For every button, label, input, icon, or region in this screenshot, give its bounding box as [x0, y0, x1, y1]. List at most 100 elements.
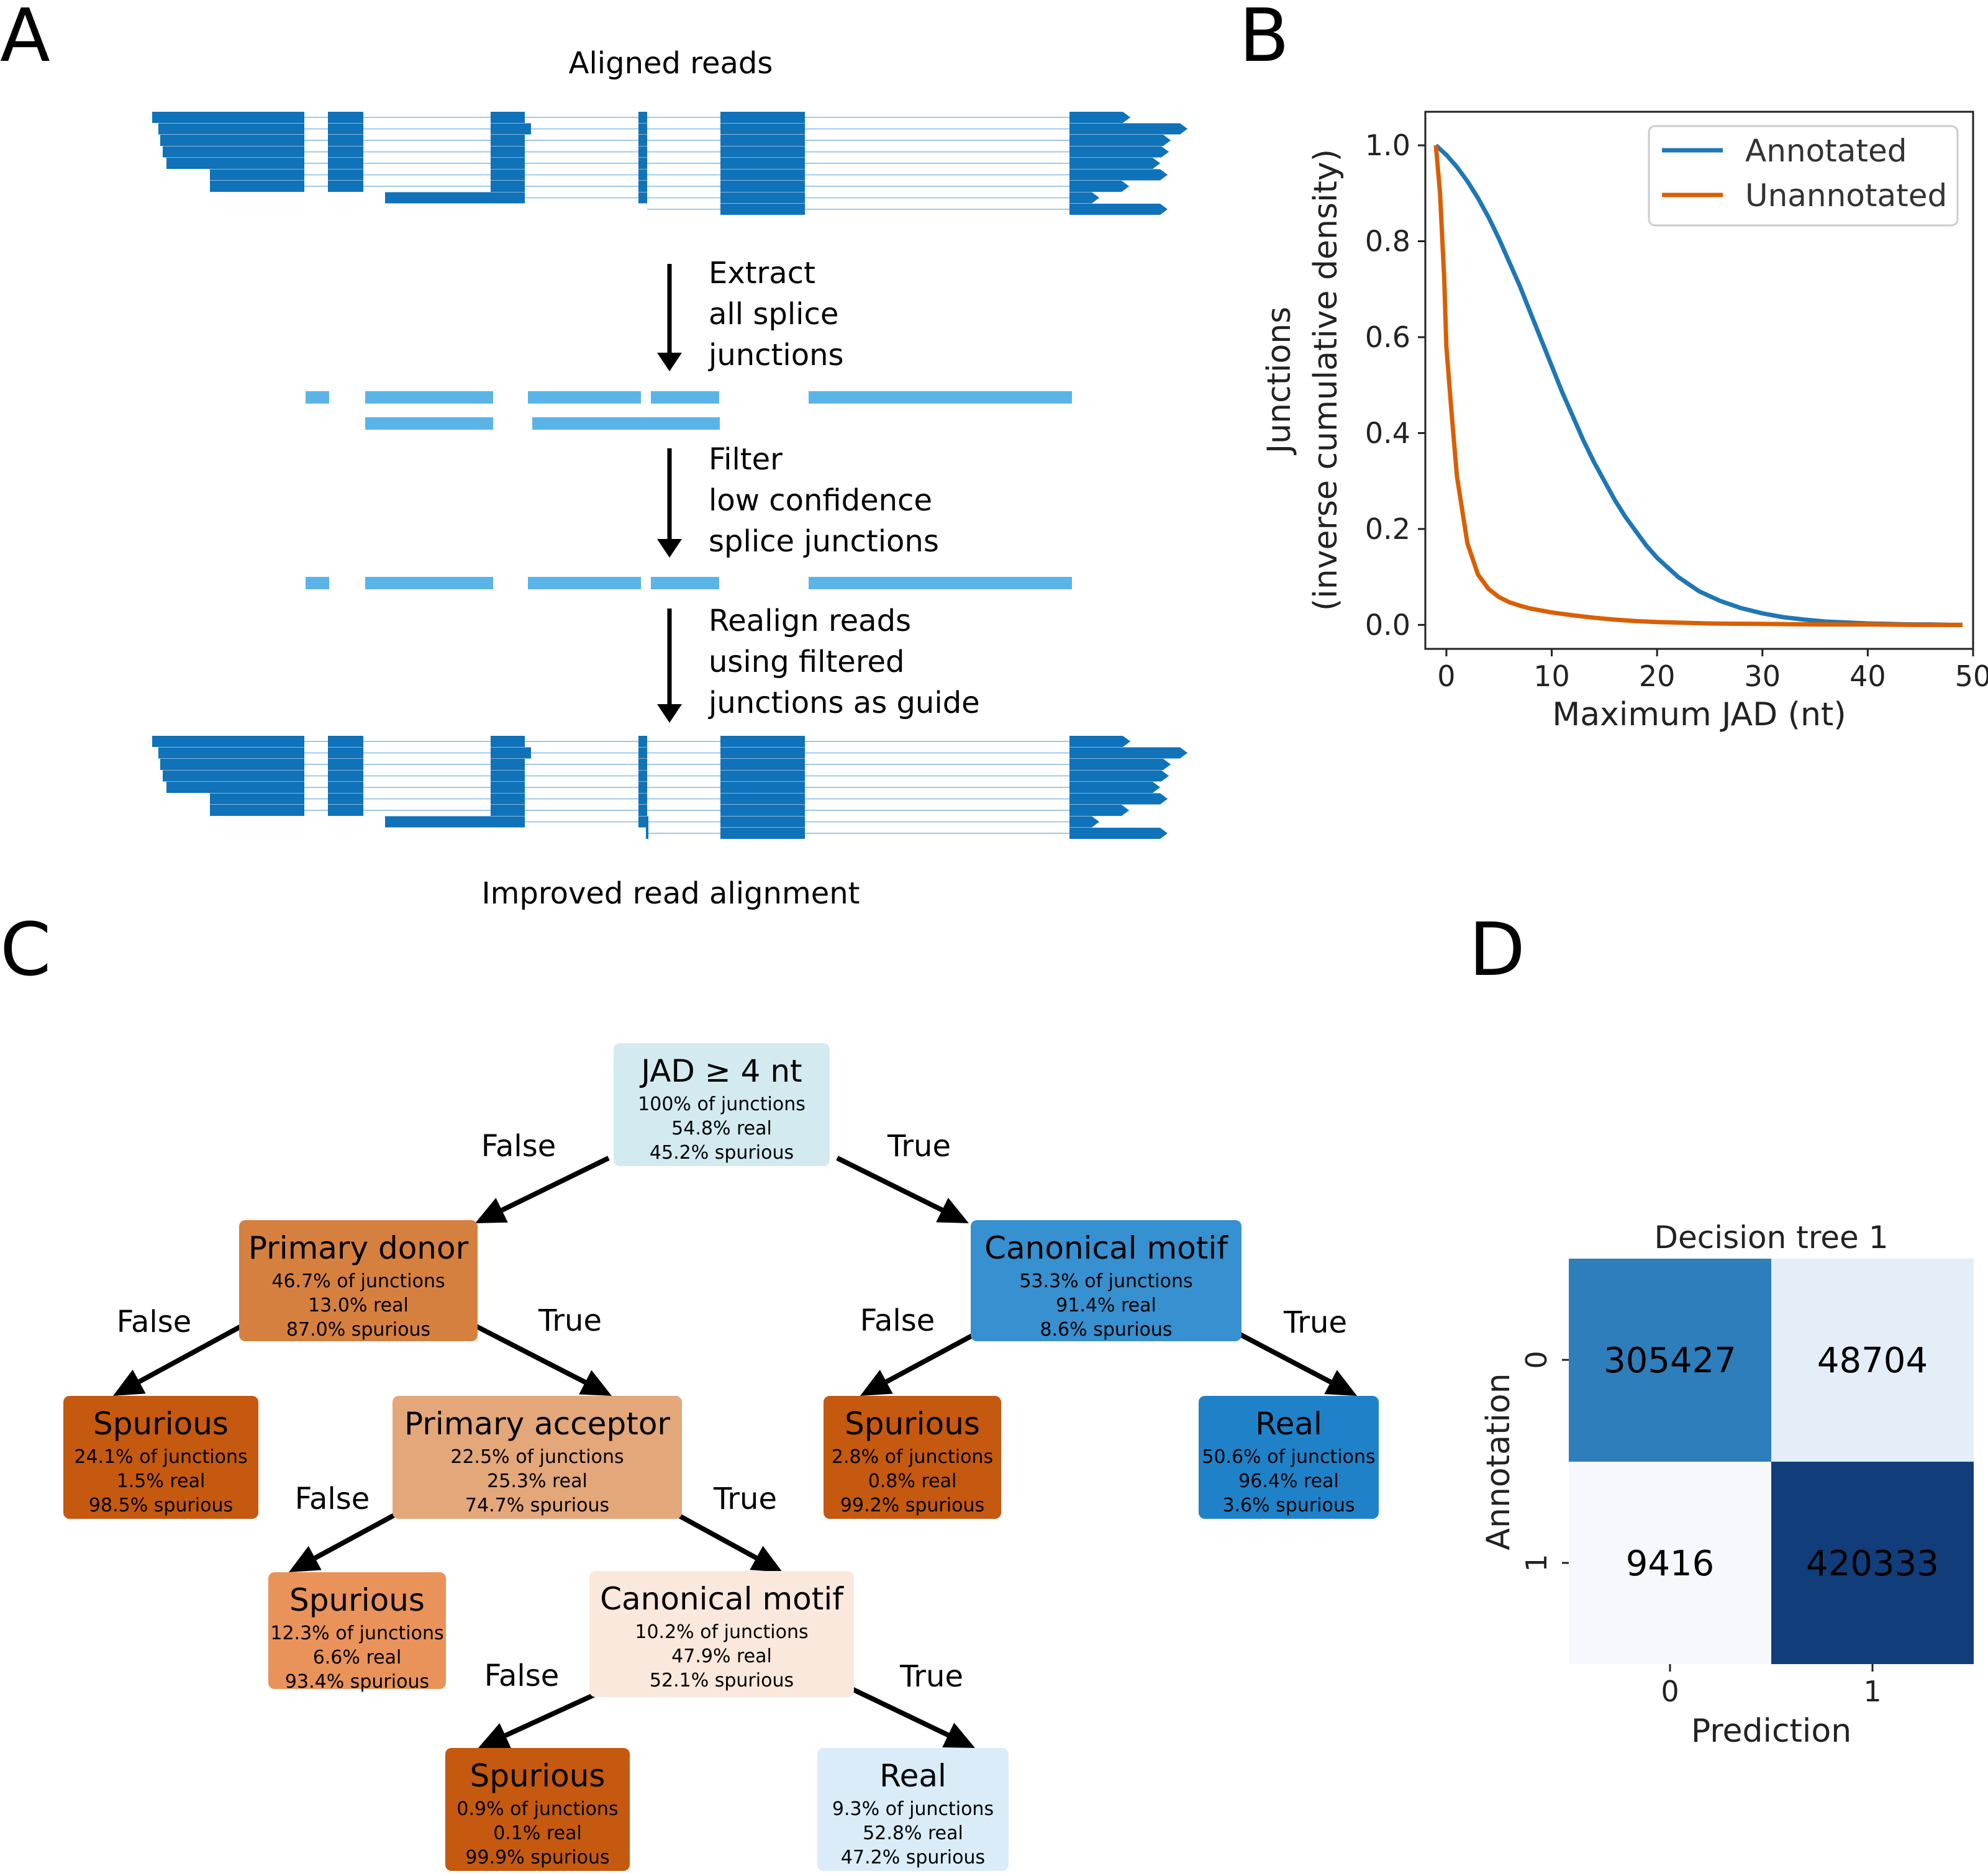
tree-node-stat: 45.2% spurious — [650, 1142, 794, 1164]
tree-node-stat: 47.9% real — [671, 1645, 772, 1667]
tree-node-box — [1199, 1396, 1379, 1519]
read-segment — [720, 123, 805, 135]
read-segment — [1069, 759, 1171, 770]
tree-edge-arrowhead — [113, 1369, 146, 1396]
tree-node-stat: 54.8% real — [671, 1118, 772, 1139]
tree-node-stat: 52.1% spurious — [650, 1670, 794, 1691]
read-segment — [491, 793, 525, 805]
read-segment — [210, 181, 304, 192]
tree-edge-label-true: True — [713, 1482, 777, 1516]
y-tick-label: 0.6 — [1365, 320, 1410, 354]
read-segment — [1069, 158, 1160, 169]
cm-value-0-1: 48704 — [1817, 1341, 1928, 1381]
read-segment — [328, 169, 363, 181]
read-segment — [152, 736, 304, 747]
tree-node-stat: 74.7% spurious — [465, 1495, 609, 1516]
read-segment — [1069, 736, 1130, 747]
read-segment — [491, 112, 525, 123]
x-tick-label: 40 — [1850, 659, 1886, 693]
read-segment — [638, 158, 647, 169]
read-segment — [328, 759, 363, 770]
read-segment — [720, 793, 805, 805]
read-segment — [491, 146, 525, 158]
aligned-reads-title: Aligned reads — [569, 46, 773, 81]
read-segment — [638, 135, 647, 146]
tree-edge-label-false: False — [481, 1129, 556, 1164]
read-segment — [328, 181, 363, 192]
read-segment — [210, 169, 304, 181]
tree-edge-label-false: False — [860, 1303, 935, 1338]
panel-label-b: B — [1239, 0, 1289, 78]
tree-node-box — [824, 1396, 1001, 1519]
series-line-unannotated — [1433, 145, 1963, 627]
read-segment — [720, 816, 805, 828]
read-segment — [1069, 793, 1168, 805]
step-realign-line2: using filtered — [709, 645, 905, 679]
read-segment — [328, 793, 363, 805]
tree-edge-arrowhead — [942, 1722, 975, 1748]
read-segment — [328, 112, 363, 123]
tree-node-stat: 0.8% real — [868, 1470, 957, 1492]
read-segment — [1069, 181, 1129, 192]
read-segment — [491, 805, 525, 816]
tree-edge-label-false: False — [117, 1305, 192, 1339]
tree-node-title: Canonical motif — [600, 1581, 844, 1617]
tree-node-title: Spurious — [289, 1582, 425, 1618]
x-axis-label: Maximum JAD (nt) — [1552, 696, 1846, 733]
read-segment — [163, 770, 304, 782]
read-segment — [1069, 204, 1168, 215]
tree-node-stat: 93.4% spurious — [285, 1671, 429, 1693]
tree-node-box — [971, 1220, 1241, 1341]
step-realign-line1: Realign reads — [709, 604, 911, 638]
read-segment — [720, 146, 805, 158]
x-tick-label: 20 — [1639, 659, 1676, 693]
read-segment — [160, 759, 304, 770]
read-segment — [1069, 805, 1129, 816]
read-segment — [720, 181, 805, 192]
read-segment — [638, 112, 647, 123]
y-tick-label: 0.0 — [1365, 608, 1410, 641]
tree-node-stat: 10.2% of junctions — [635, 1621, 808, 1643]
tree-node-stat: 91.4% real — [1056, 1295, 1156, 1316]
tree-node-stat: 100% of junctions — [638, 1093, 806, 1115]
cm-y-label: Annotation — [1480, 1373, 1517, 1550]
read-segment — [638, 770, 647, 782]
read-segment — [163, 146, 304, 158]
tree-node-title: Real — [879, 1758, 946, 1794]
chart-frame — [1424, 111, 1974, 650]
tree-node-stat: 0.9% of junctions — [456, 1798, 618, 1820]
tree-node-title: Canonical motif — [984, 1230, 1228, 1266]
realigned-reads-track — [152, 736, 1187, 839]
read-segment — [328, 736, 363, 747]
tree-edge-arrowhead — [936, 1197, 969, 1223]
tree-node-stat: 25.3% real — [487, 1470, 588, 1492]
read-segment — [491, 747, 531, 759]
tree-node-box — [445, 1748, 630, 1871]
y-tick-label: 1.0 — [1365, 129, 1410, 162]
tree-node-stat: 0.1% real — [493, 1822, 582, 1844]
read-segment — [491, 181, 525, 192]
tree-edge-arrowhead — [289, 1546, 322, 1572]
tree-edge-arrowhead — [1324, 1370, 1357, 1396]
tree-node-stat: 24.1% of junctions — [74, 1446, 247, 1468]
cm-cell-1-1 — [1771, 1462, 1974, 1664]
tree-node-box — [589, 1571, 854, 1697]
tree-node-stat: 13.0% real — [308, 1295, 409, 1316]
read-segment — [328, 770, 363, 782]
read-segment — [491, 736, 525, 747]
filtered-junctions — [306, 577, 1072, 589]
tree-node-stat: 6.6% real — [313, 1647, 402, 1668]
step-arrow-realign — [657, 609, 682, 723]
tree-edge-label-true: True — [1283, 1305, 1347, 1340]
read-segment — [1069, 828, 1168, 839]
tree-edge — [138, 1323, 243, 1384]
tree-node-box — [393, 1396, 682, 1519]
